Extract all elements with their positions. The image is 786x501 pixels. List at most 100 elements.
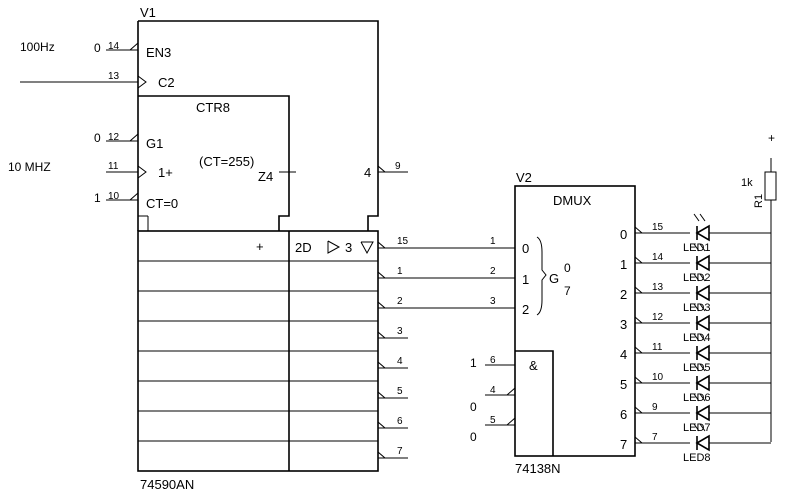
- pin-14: 14: [108, 41, 120, 52]
- v2-out-label: 4: [620, 347, 627, 362]
- pin-11: 11: [108, 161, 119, 172]
- v2-out-pin: 7: [652, 432, 658, 443]
- sel-pin: 1: [490, 236, 496, 247]
- v2-demux-chip: V2 DMUX 74138N 0 1 2 G 0 7 1 2 3 & 1 6 0…: [470, 170, 664, 476]
- v1-outputs: 15 1 2 3 4 5 6 7: [377, 236, 515, 459]
- v1-pin-g1: 0 12 G1: [94, 131, 163, 151]
- led-diode-icon: [695, 404, 710, 422]
- led-diode-icon: [695, 434, 710, 452]
- input-100hz: 100Hz: [20, 40, 55, 54]
- enable-pin: 5: [490, 415, 496, 426]
- en3-level: 0: [94, 41, 101, 55]
- count-up-label: 1+: [158, 165, 173, 180]
- v1-out-pin: 4: [397, 356, 403, 367]
- pin-tick: [634, 226, 643, 234]
- pin-tick: [634, 286, 643, 294]
- v1-pin-count-up: 11 1+: [106, 161, 173, 180]
- ct0-level: 1: [94, 191, 101, 205]
- g-bot: 7: [564, 284, 571, 298]
- pin-10: 10: [108, 191, 120, 202]
- v1-counter-chip: V1 74590AN CTR8 (CT=255) Z4 4 0 14 EN3 1…: [20, 5, 515, 492]
- v1-pin-en3: 0 14 EN3: [94, 41, 171, 60]
- and-label: &: [529, 358, 538, 373]
- sel-2: 2: [522, 302, 529, 317]
- v2-out-pin: 12: [652, 312, 664, 323]
- r1-ref: R1: [753, 194, 765, 208]
- enable-pin: 4: [490, 385, 496, 396]
- v1-out-pin: 2: [397, 296, 403, 307]
- led-light-arrow: [699, 273, 706, 282]
- v2-out-label: 6: [620, 407, 627, 422]
- v2-out-label: 5: [620, 377, 627, 392]
- v1-out-pin: 15: [397, 236, 409, 247]
- enable-pin: 6: [490, 355, 496, 366]
- pin-tick: [634, 376, 643, 384]
- led-light-arrow: [699, 243, 706, 252]
- led-light-arrow: [699, 393, 706, 402]
- v2-part-number: 74138N: [515, 461, 561, 476]
- v1-pin-c2: 13 C2: [20, 71, 175, 90]
- v2-ref: V2: [516, 170, 532, 185]
- led-light-arrow: [693, 243, 700, 252]
- pin-tick: [634, 316, 643, 324]
- g1-level: 0: [94, 131, 101, 145]
- v1-out4-label: 4: [364, 165, 371, 180]
- led-light-arrow: [699, 363, 706, 372]
- g1-label: G1: [146, 136, 163, 151]
- r1-value: 1k: [741, 177, 753, 189]
- v1-ctr8-label: CTR8: [196, 100, 230, 115]
- led-light-arrow: [699, 303, 706, 312]
- led-diode-icon: [695, 344, 710, 362]
- led-light-arrow: [693, 363, 700, 372]
- sel-0: 0: [522, 241, 529, 256]
- reg-plus: +: [256, 239, 264, 254]
- v2-out-pin: 9: [652, 402, 658, 413]
- led-diode-icon: [695, 374, 710, 392]
- r1-supply: +: [768, 131, 775, 145]
- led-light-arrow: [693, 333, 700, 342]
- v2-out-pin: 13: [652, 282, 664, 293]
- led-diode-icon: [695, 284, 710, 302]
- led-8: LED8: [634, 423, 771, 464]
- sel-pin: 3: [490, 296, 496, 307]
- v1-pin-clear: 1 10 CT=0: [94, 191, 178, 211]
- led-light-arrow: [693, 213, 700, 222]
- en3-label: EN3: [146, 45, 171, 60]
- reg-tristate-triangle: [360, 241, 374, 255]
- v1-out-pin: 7: [397, 446, 403, 457]
- led-light-arrow: [693, 273, 700, 282]
- v2-outputs: 0 1 2 3 4 5 6 7 15 14 13 12 11 10 9 7: [620, 222, 664, 452]
- v1-z4-label: Z4: [258, 169, 273, 184]
- led-diode-icon: [695, 224, 710, 242]
- pin-9: 9: [395, 161, 401, 172]
- v1-out-pin: 5: [397, 386, 403, 397]
- led-light-arrow: [693, 303, 700, 312]
- reg-2d: 2D: [295, 240, 312, 255]
- ct0-label: CT=0: [146, 196, 178, 211]
- v2-out-pin: 11: [652, 342, 663, 353]
- reg-buffer-triangle: [327, 240, 341, 254]
- v1-out-pin: 3: [397, 326, 403, 337]
- v1-out-pin: 6: [397, 416, 403, 427]
- v1-out-pin: 1: [397, 266, 403, 277]
- led-light-arrow: [699, 423, 706, 432]
- v2-out-pin: 10: [652, 372, 664, 383]
- led-light-arrow: [693, 393, 700, 402]
- led-light-arrow: [693, 423, 700, 432]
- v2-out-label: 2: [620, 287, 627, 302]
- enable-level: 1: [470, 356, 477, 370]
- g-label: G: [549, 271, 559, 286]
- led-light-arrow: [699, 213, 706, 222]
- led-label: LED8: [683, 452, 711, 464]
- v1-ref: V1: [140, 5, 156, 20]
- c2-label: C2: [158, 75, 175, 90]
- sel-1: 1: [522, 272, 529, 287]
- v2-out-label: 0: [620, 227, 627, 242]
- led-diode-icon: [695, 254, 710, 272]
- pin-tick: [634, 256, 643, 264]
- v1-pin-9: 9: [377, 161, 408, 173]
- v1-part-number: 74590AN: [140, 477, 194, 492]
- v2-out-pin: 15: [652, 222, 664, 233]
